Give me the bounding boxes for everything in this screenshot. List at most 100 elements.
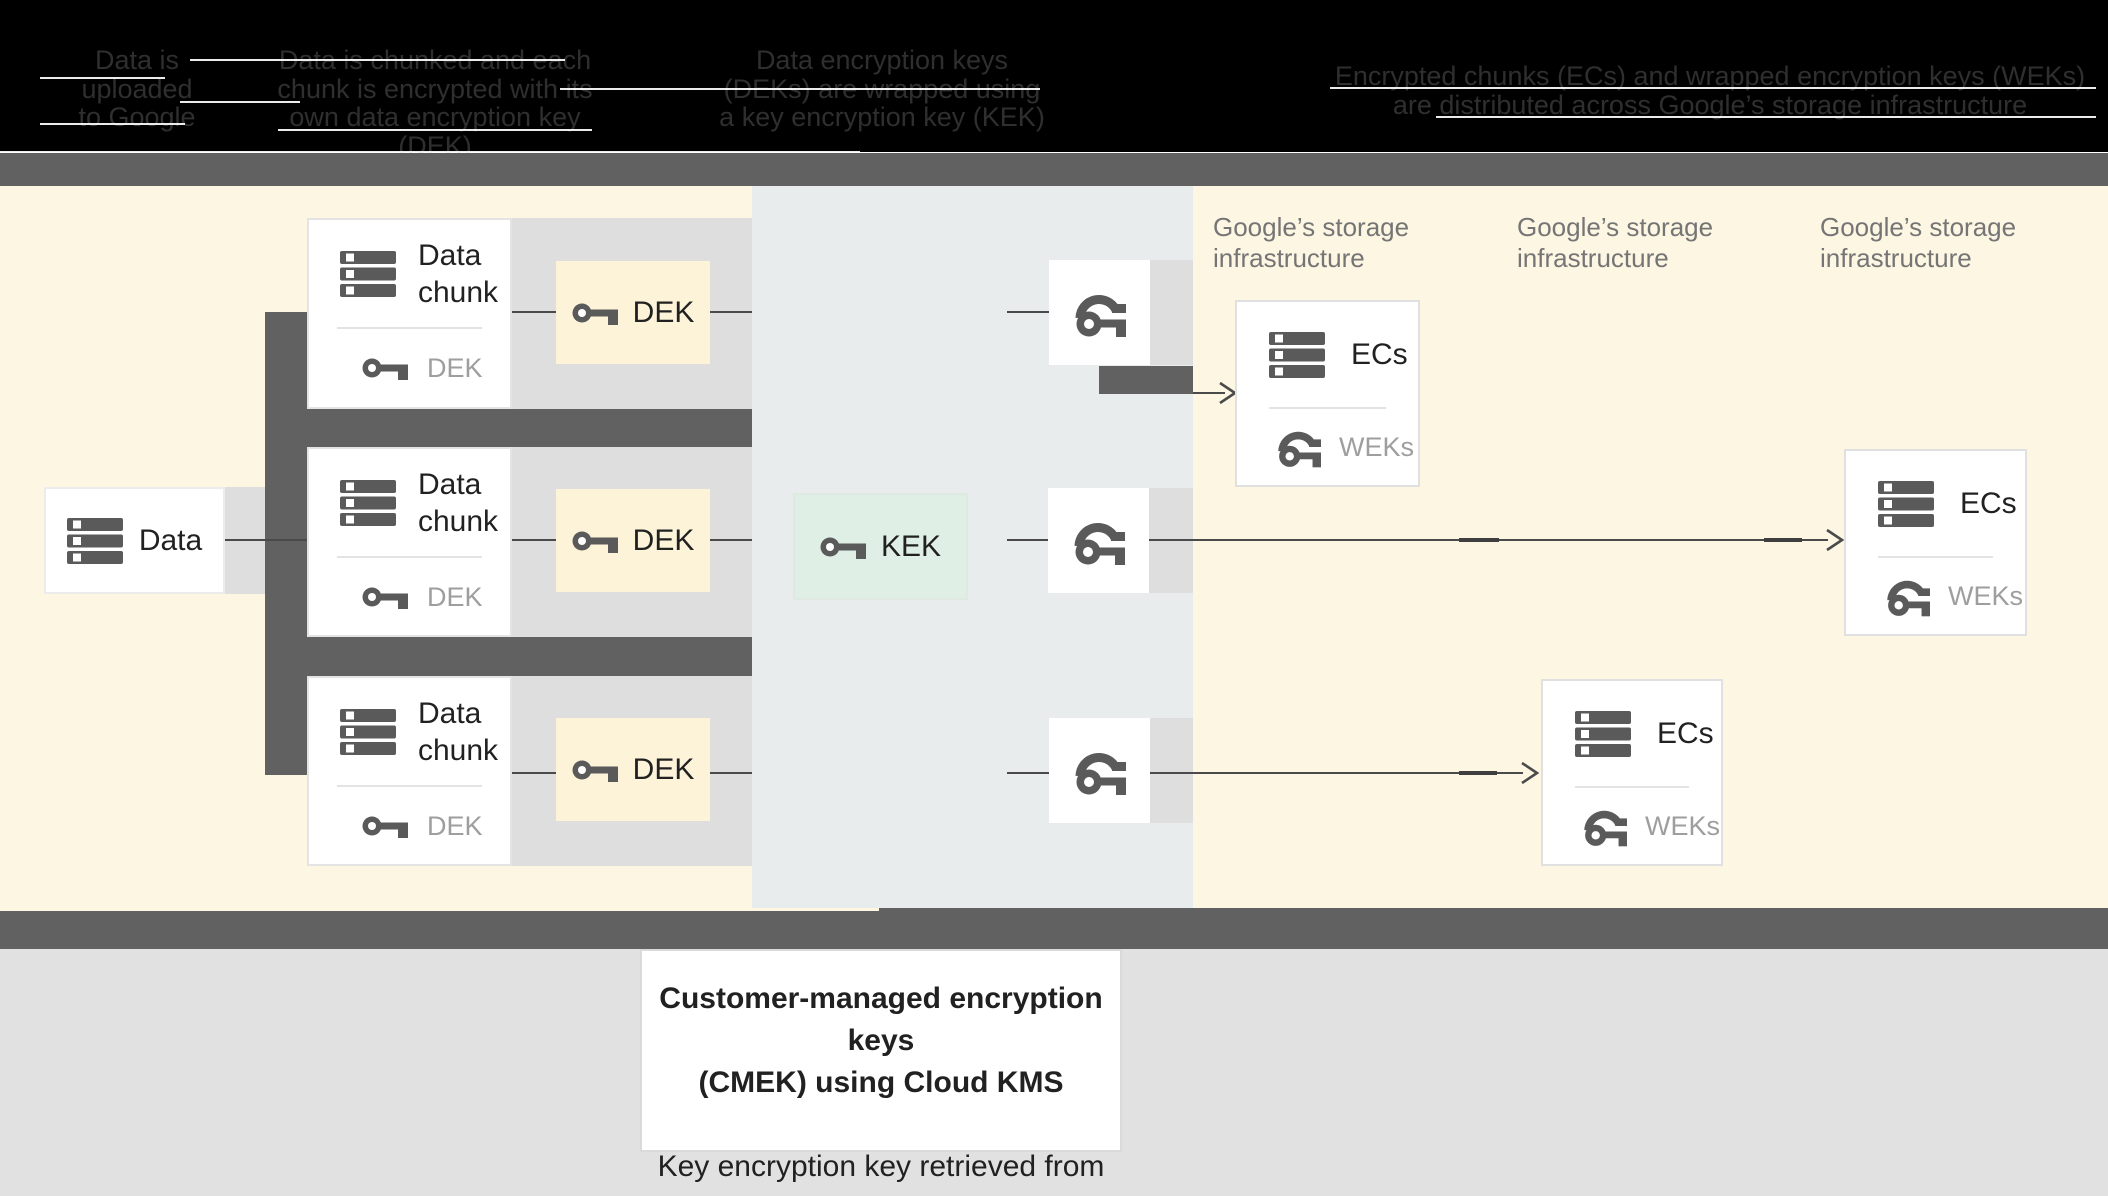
storage-label-line1: Google’s storage — [1517, 212, 1714, 242]
header-hairline — [180, 101, 300, 103]
ec-box-2: ECs WEKs — [1844, 449, 2027, 636]
storage-label-line2: infrastructure — [1213, 243, 1365, 273]
header-hairline — [0, 151, 860, 153]
legend-step-2: Data is chunked and each chunk is encryp… — [260, 46, 610, 160]
bottom-divider-band — [0, 908, 2108, 949]
key-icon — [572, 303, 618, 325]
ec-divider — [1269, 407, 1386, 409]
chunk-title-line1: Data — [418, 467, 482, 501]
storage-label-line2: infrastructure — [1820, 243, 1972, 273]
chunk-dek-label: DEK — [427, 810, 483, 841]
inter-row-band-1 — [307, 409, 752, 447]
connector-chunk2-dek2 — [512, 539, 556, 541]
ec-box-3: ECs WEKs — [1541, 679, 1723, 866]
ec-box-1: ECs WEKs — [1235, 300, 1420, 487]
arrowhead-row3 — [1521, 761, 1540, 785]
connector-to-wrapped-key1 — [1007, 311, 1049, 313]
header-hairline — [1436, 116, 2096, 118]
legend-1-line2: uploaded — [81, 73, 193, 104]
ec-weks-label: WEKs — [1948, 580, 2024, 611]
wrapped-key-icon — [1887, 580, 1930, 617]
header-hairline — [1330, 87, 2096, 89]
connector-chunk1-dek1 — [512, 311, 556, 313]
inter-row-band-2 — [307, 637, 752, 676]
data-box: Data — [44, 487, 225, 594]
legend-4-line2: are distributed across Google’s storage … — [1392, 89, 2028, 120]
kek-box-label: KEK — [880, 529, 942, 563]
header-band — [0, 0, 2108, 152]
database-icon — [66, 517, 123, 564]
dek-box-2: DEK — [556, 489, 710, 592]
ec-box-title: ECs — [1351, 337, 1408, 371]
chunk-dek-label: DEK — [427, 581, 483, 612]
database-icon — [1878, 480, 1934, 527]
key-icon — [362, 816, 408, 838]
connector-kek-to-wrapped-key2 — [1007, 539, 1048, 541]
database-icon — [1575, 710, 1631, 757]
legend-2-line2: chunk is encrypted with its — [277, 73, 593, 104]
legend-4-line1: Encrypted chunks (ECs) and wrapped encry… — [1334, 61, 2086, 91]
chunk-title-line2: chunk — [418, 275, 499, 309]
header-hairline — [190, 59, 565, 61]
database-icon — [340, 479, 396, 526]
arrow-line-row3 — [1150, 772, 1523, 774]
caption-line1: Customer-managed encryption keys — [659, 982, 1103, 1057]
storage-label-line1: Google’s storage — [1213, 212, 1410, 242]
caption-line4: Cloud KMS — [642, 1188, 1120, 1196]
header-hairline — [40, 123, 185, 125]
wrapped-key-box-1 — [1049, 260, 1150, 365]
caption-line2: (CMEK) using Cloud KMS — [698, 1066, 1064, 1099]
wrapped-key-icon — [1278, 431, 1321, 468]
wrapped-key-box-2 — [1048, 488, 1149, 593]
arrow-line-row2-overlap — [1459, 538, 1499, 542]
ec-divider — [1575, 786, 1689, 788]
connector-chunk3-dek3 — [512, 772, 556, 774]
dek-box-label: DEK — [632, 295, 695, 329]
database-icon — [340, 708, 396, 755]
dek-box-1: DEK — [556, 261, 710, 364]
chunk-title-line1: Data — [418, 238, 482, 272]
wrapped-key-icon — [1075, 294, 1126, 337]
dek-box-label: DEK — [632, 523, 695, 557]
header-hairline — [40, 77, 165, 79]
ec-weks-label: WEKs — [1645, 810, 1721, 841]
chunk-title-line1: Data — [418, 696, 482, 730]
header-hairline — [560, 88, 1040, 90]
connector-data-to-chunks — [225, 539, 307, 541]
data-box-label: Data — [138, 523, 203, 557]
wrapped-key-icon — [1075, 752, 1126, 795]
ec-divider — [1878, 556, 1993, 558]
chunk-title-line2: chunk — [418, 504, 499, 538]
storage-label-line2: infrastructure — [1517, 243, 1669, 273]
legend-3-line1: Data encryption keys — [755, 45, 1009, 75]
storage-label-2: Google’s storage infrastructure — [1517, 212, 1713, 274]
connector-dek1-kms — [710, 311, 752, 313]
caption-connector-tick — [876, 944, 883, 953]
database-icon — [1269, 331, 1325, 378]
caption-spacer — [642, 1104, 1120, 1146]
wrapped-key-box-3 — [1049, 718, 1150, 823]
ec-weks-label: WEKs — [1339, 431, 1415, 462]
key-icon — [572, 760, 618, 782]
connector-dek2-kms — [710, 539, 752, 541]
wrapped-key-connector-3 — [1150, 718, 1193, 823]
storage-label-line1: Google’s storage — [1820, 212, 2017, 242]
arrow-line-row1 — [1193, 392, 1225, 394]
legend-2-line3: own data encryption key (DEK) — [289, 102, 581, 161]
storage-label-1: Google’s storage infrastructure — [1213, 212, 1409, 274]
legend-step-1: Data is uploaded to Google — [17, 46, 257, 132]
caption-box: Customer-managed encryption keys (CMEK) … — [640, 949, 1122, 1196]
top-divider-band — [0, 153, 2108, 186]
kek-box: KEK — [793, 493, 968, 600]
chunk-divider — [337, 556, 482, 558]
legend-step-4: Encrypted chunks (ECs) and wrapped encry… — [1310, 62, 2108, 119]
row1-dark-connector — [1099, 366, 1193, 394]
ec-box-title: ECs — [1657, 716, 1714, 750]
arrowhead-row2 — [1826, 528, 1845, 552]
header-hairline — [278, 129, 592, 131]
chunk-title-line2: chunk — [418, 733, 499, 767]
